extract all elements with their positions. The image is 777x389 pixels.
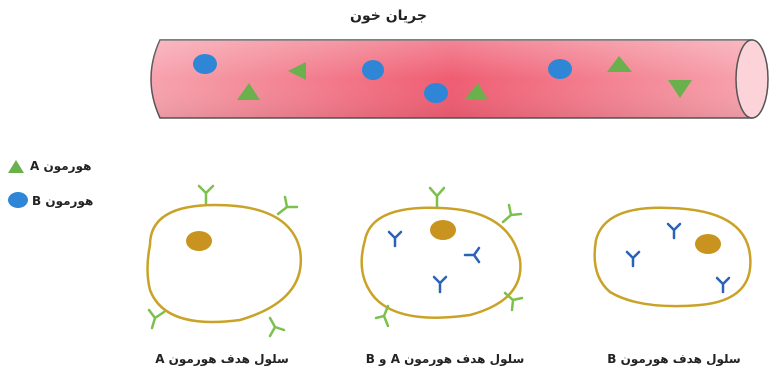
hormone-b-circle (424, 83, 448, 103)
cell-membrane (148, 205, 301, 322)
cell-a (148, 186, 301, 336)
receptor-a-icon (430, 188, 444, 207)
hormone-b-circle (362, 60, 384, 80)
legend-label-a: هورمون A (30, 159, 91, 173)
cell-nucleus (430, 220, 456, 240)
legend-label-b: هورمون B (32, 194, 93, 208)
legend-circle-icon (8, 192, 28, 208)
hormone-b-circle (548, 59, 572, 79)
cell-b-label: سلول هدف هورمون B (574, 352, 774, 366)
receptor-a-icon (376, 306, 388, 326)
cell-membrane (595, 208, 751, 306)
legend-triangle-icon (8, 160, 24, 173)
legend-item-a: هورمون A (30, 156, 91, 176)
cell-nucleus (695, 234, 721, 254)
receptor-a-icon (505, 293, 522, 310)
legend-item-b: هورمون B (32, 191, 93, 211)
cell-b (595, 208, 751, 306)
legend-icons (8, 160, 28, 208)
receptor-a-icon (278, 197, 297, 214)
cell-ab-label: سلول هدف هورمون A و B (345, 352, 545, 366)
cell-nucleus (186, 231, 212, 251)
receptor-a-icon (149, 310, 164, 328)
vessel-opening (736, 40, 768, 118)
receptor-a-icon (199, 186, 213, 203)
blood-vessel (151, 40, 768, 118)
cell-ab (362, 188, 522, 326)
hormone-b-circle (193, 54, 217, 74)
receptor-a-icon (270, 318, 284, 336)
receptor-a-icon (503, 205, 521, 222)
cell-a-label: سلول هدف هورمون A (122, 352, 322, 366)
